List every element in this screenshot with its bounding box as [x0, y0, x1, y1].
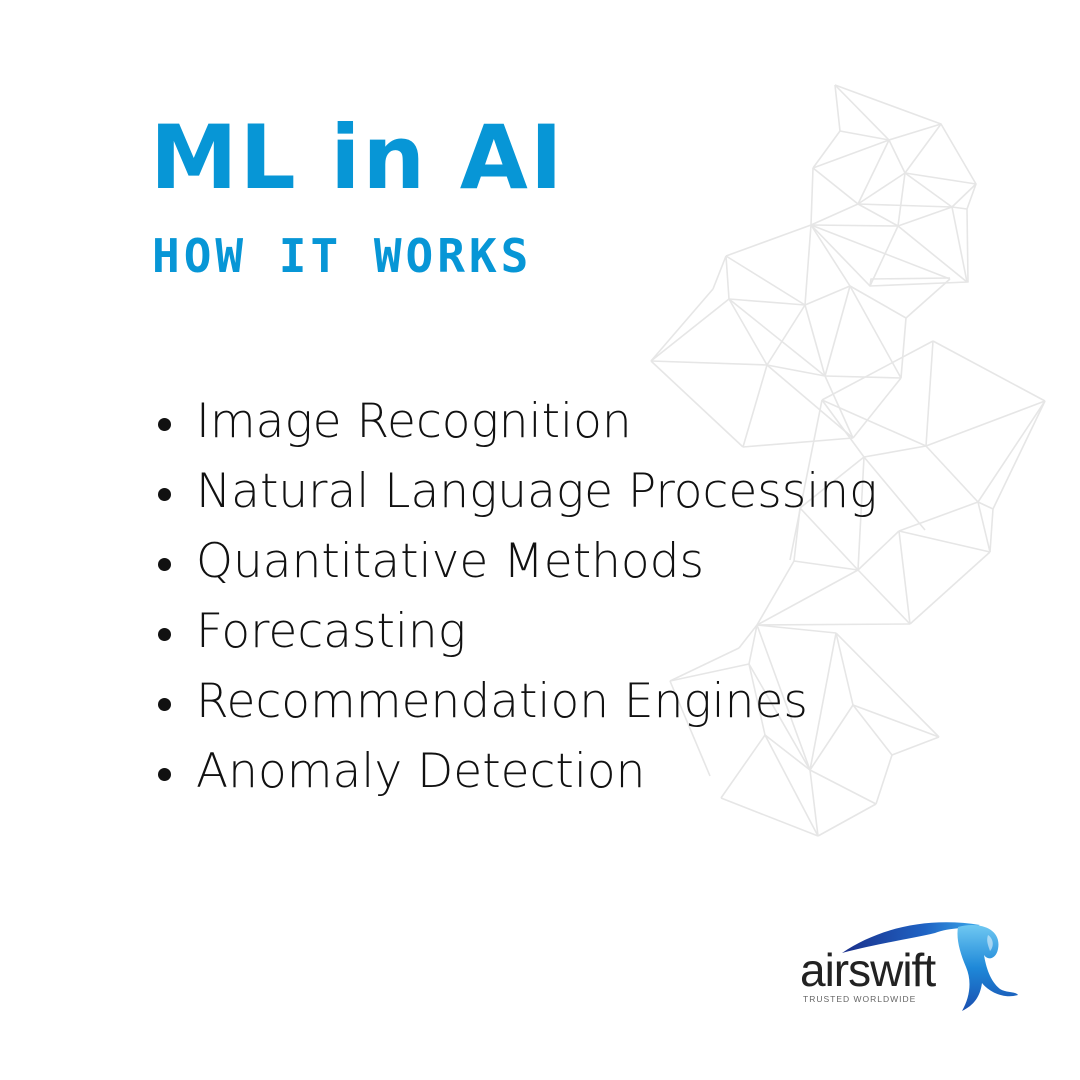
list-item-label: Recommendation Engines: [196, 674, 808, 729]
list-item-label: Quantitative Methods: [196, 534, 705, 589]
list-item: Natural Language Processing: [158, 460, 877, 530]
list-item: Image Recognition: [158, 390, 877, 460]
bullet-icon: [158, 488, 171, 501]
list-item: Anomaly Detection: [158, 740, 877, 810]
page-title: ML in AI: [150, 106, 565, 209]
logo-wordmark: airswift: [800, 944, 936, 996]
bullet-icon: [158, 768, 171, 781]
swift-bird-icon: [842, 922, 1018, 1011]
bullet-icon: [158, 418, 171, 431]
logo-tagline: TRUSTED WORLDWIDE: [803, 994, 917, 1004]
list-item-label: Natural Language Processing: [196, 464, 878, 519]
page-subtitle: HOW IT WORKS: [152, 229, 533, 283]
bullet-icon: [158, 558, 171, 571]
list-item-label: Image Recognition: [196, 394, 632, 449]
list-item: Forecasting: [158, 600, 877, 670]
list-item: Recommendation Engines: [158, 670, 877, 740]
ml-applications-list: Image Recognition Natural Language Proce…: [158, 390, 877, 810]
list-item: Quantitative Methods: [158, 530, 877, 600]
list-item-label: Anomaly Detection: [196, 744, 646, 799]
bullet-icon: [158, 698, 171, 711]
bullet-icon: [158, 628, 171, 641]
airswift-logo: airswift TRUSTED WORLDWIDE: [800, 915, 1018, 1015]
list-item-label: Forecasting: [196, 604, 466, 659]
